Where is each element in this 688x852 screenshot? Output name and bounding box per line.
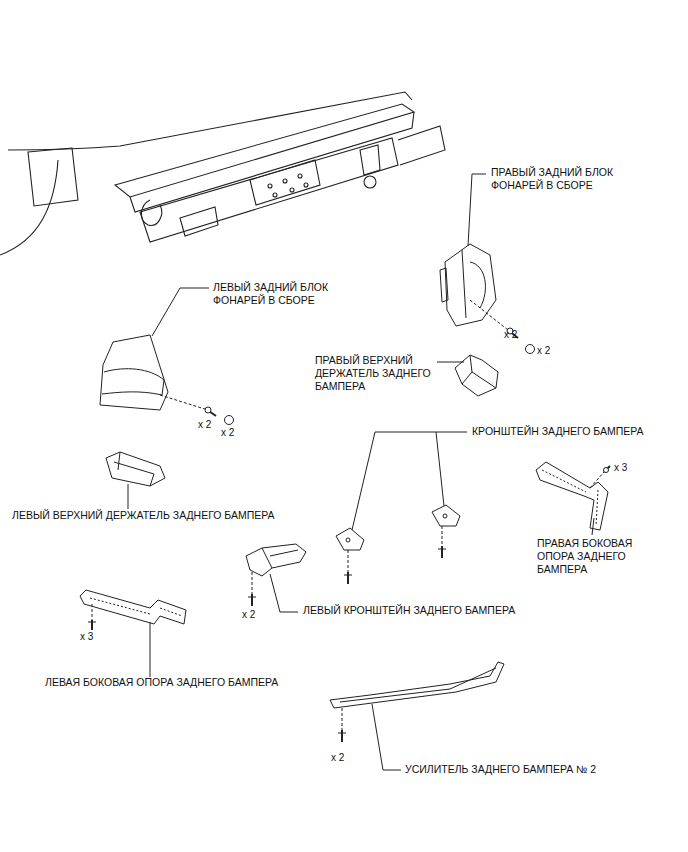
illustration-line <box>443 514 447 518</box>
part-label: ПРАВЫЙ ЗАДНИЙ БЛОК ФОНАРЕЙ В СБОРЕ <box>491 166 639 192</box>
illustration-line <box>205 407 211 413</box>
illustration-line <box>248 597 256 598</box>
part-label: ЛЕВЫЙ ЗАДНИЙ БЛОК ФОНАРЕЙ В СБОРЕ <box>213 281 358 307</box>
part-label: КРОНШТЕЙН ЗАДНЕГО БАМПЕРА <box>472 425 644 438</box>
quantity-label: x 2 <box>504 328 517 341</box>
illustration-line <box>347 572 349 584</box>
part-label: ЛЕВЫЙ ВЕРХНИЙ ДЕРЖАТЕЛЬ ЗАДНЕГО БАМПЕРА <box>12 509 275 522</box>
illustration-line <box>462 250 485 318</box>
illustration-line <box>298 174 302 178</box>
illustration-line <box>338 733 346 734</box>
illustration-line <box>468 174 486 246</box>
illustration-line <box>330 662 504 708</box>
illustration-line <box>441 546 443 558</box>
illustration-line <box>592 518 594 535</box>
illustration-line <box>88 622 96 623</box>
illustration-line <box>0 160 58 255</box>
illustration-line <box>342 708 343 730</box>
illustration-line <box>604 468 609 473</box>
illustration-line <box>160 395 208 410</box>
illustration-line <box>455 355 498 396</box>
illustration-line <box>360 145 380 175</box>
illustration-line <box>106 452 165 486</box>
illustration-line <box>128 484 129 509</box>
illustration-line <box>90 598 182 616</box>
illustration-line <box>440 268 448 302</box>
quantity-label: x 3 <box>80 630 93 643</box>
illustration-line <box>442 526 443 546</box>
part-label: ПРАВЫЙ ВЕРХНИЙ ДЕРЖАТЕЛЬ ЗАДНЕГО БАМПЕРА <box>315 354 447 393</box>
illustration-line <box>398 126 445 165</box>
illustration-line <box>470 300 508 330</box>
part-label: ЛЕВАЯ БОКОВАЯ ОПОРА ЗАДНЕГО БАМПЕРА <box>45 676 278 689</box>
illustration-line <box>273 193 277 197</box>
illustration-line <box>28 148 78 206</box>
illustration-line <box>445 244 496 326</box>
illustration-line <box>526 345 535 354</box>
illustration-line <box>364 176 376 188</box>
illustration-line <box>436 432 444 506</box>
part-label: УСИЛИТЕЛЬ ЗАДНЕГО БАМПЕРА № 2 <box>405 763 596 776</box>
quantity-label: x 2 <box>537 344 550 357</box>
illustration-line <box>372 704 401 770</box>
illustration-line <box>0 92 445 255</box>
illustration-line <box>437 362 464 363</box>
illustration-line <box>80 590 186 624</box>
illustration-line <box>180 207 218 236</box>
illustration-line <box>341 730 343 742</box>
illustration-line <box>336 528 364 550</box>
illustration-line <box>250 160 320 205</box>
illustration-line <box>344 575 352 576</box>
illustration-line <box>252 572 253 594</box>
illustration-line <box>352 432 467 530</box>
quantity-label: x 3 <box>614 461 627 474</box>
illustration-line <box>150 622 151 677</box>
illustration-line <box>246 544 306 576</box>
illustration-line <box>304 183 308 187</box>
illustration-line <box>432 505 460 526</box>
part-label: ПРАВАЯ БОКОВАЯ ОПОРА ЗАДНЕГО БАМПЕРА <box>537 537 655 576</box>
illustration-line <box>604 466 610 472</box>
illustration-line <box>283 179 287 183</box>
illustration-line <box>290 188 294 192</box>
illustration-line <box>270 574 298 612</box>
illustration-line <box>140 138 398 242</box>
quantity-label: x 2 <box>198 418 211 431</box>
illustration-line <box>268 184 272 188</box>
illustration-line <box>141 200 161 225</box>
illustration-line <box>102 369 164 395</box>
illustration-line <box>92 604 93 620</box>
illustration-line <box>462 355 496 388</box>
part-label: ЛЕВЫЙ КРОНШТЕЙН ЗАДНЕГО БАМПЕРА <box>303 604 515 617</box>
illustration-line <box>438 549 446 550</box>
quantity-label: x 2 <box>221 426 234 439</box>
illustration-line <box>340 668 496 702</box>
quantity-label: x 2 <box>331 751 344 764</box>
quantity-label: x 2 <box>242 608 255 621</box>
illustration-line <box>536 462 608 530</box>
illustration-line <box>251 594 253 606</box>
illustration-line <box>590 472 604 488</box>
illustration-line <box>225 416 234 425</box>
illustration-line <box>346 538 350 542</box>
illustration-line <box>114 452 154 486</box>
illustration-line <box>348 550 349 572</box>
illustration-line <box>262 548 298 568</box>
illustration-line <box>152 288 209 336</box>
illustration-line <box>100 335 168 410</box>
illustration-line <box>542 470 598 526</box>
